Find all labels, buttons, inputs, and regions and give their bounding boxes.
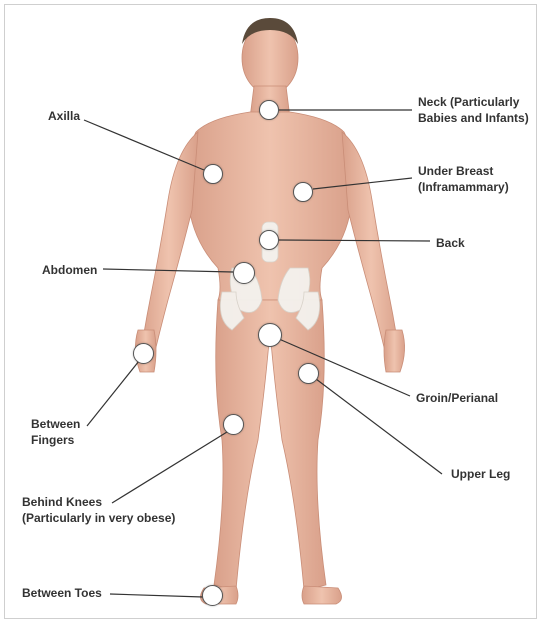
- label-back: Back: [436, 235, 465, 251]
- label-neck: Neck (Particularly Babies and Infants): [418, 94, 529, 126]
- marker-back: [259, 230, 279, 250]
- marker-behind-knees: [223, 414, 244, 435]
- label-axilla: Axilla: [48, 108, 80, 124]
- label-under-breast: Under Breast (Inframammary): [418, 163, 509, 195]
- leader-line-behind-knees: [112, 432, 227, 503]
- marker-axilla: [203, 164, 223, 184]
- label-between-fingers: Between Fingers: [31, 416, 80, 448]
- marker-groin: [258, 323, 282, 347]
- marker-abdomen: [233, 262, 255, 284]
- marker-neck: [259, 100, 279, 120]
- label-behind-knees: Behind Knees (Particularly in very obese…: [22, 494, 175, 526]
- leader-line-abdomen: [103, 269, 233, 272]
- label-between-toes: Between Toes: [22, 585, 102, 601]
- marker-under-breast: [293, 182, 313, 202]
- leader-line-between-fingers: [87, 361, 139, 426]
- leader-line-axilla: [84, 120, 204, 170]
- label-groin: Groin/Perianal: [416, 390, 498, 406]
- leader-line-between-toes: [110, 594, 203, 597]
- marker-between-fingers: [133, 343, 154, 364]
- marker-upper-leg: [298, 363, 319, 384]
- marker-between-toes: [202, 585, 223, 606]
- leader-line-back: [279, 240, 430, 241]
- label-upper-leg: Upper Leg: [451, 466, 510, 482]
- leader-line-under-breast: [313, 178, 412, 189]
- label-abdomen: Abdomen: [42, 262, 97, 278]
